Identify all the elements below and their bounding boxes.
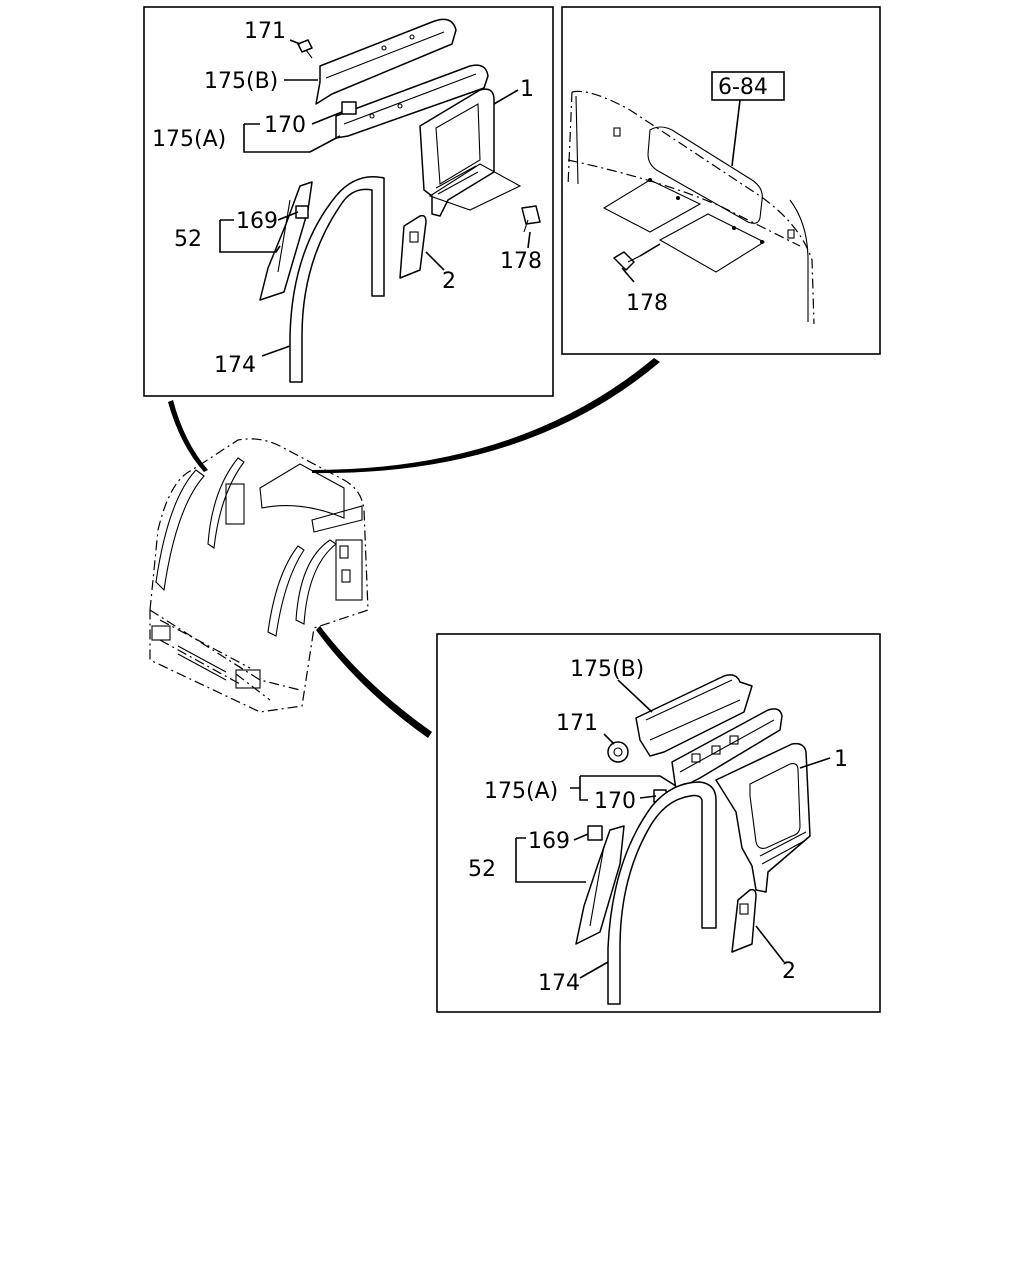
callout-1-bottom: 1: [834, 747, 848, 772]
callout-169-top-left: 169: [236, 209, 278, 234]
callout-175b-bottom: 175(B): [570, 657, 644, 682]
part-2-trim-bottom: [731, 888, 757, 953]
part-169-clip-bottom: [587, 825, 603, 841]
screw-178-icon-right: [613, 251, 641, 271]
ref-box: [711, 71, 785, 101]
part-170-clip: [341, 101, 357, 115]
panel-top-left: 171 175(B) 170 175(A) 1 169 52 178 2 174: [143, 6, 554, 397]
callout-175a-bottom: 175(A): [484, 779, 558, 804]
callout-175b-top-left: 175(B): [204, 69, 278, 94]
screw-178-icon: [521, 205, 541, 233]
callout-1-top-left: 1: [520, 77, 534, 102]
callout-2-top-left: 2: [442, 269, 456, 294]
nut-171-icon: [607, 741, 629, 763]
part-52-pillar-bottom: [575, 825, 625, 945]
part-1-trim: [419, 88, 495, 217]
callout-52-top-left: 52: [174, 227, 202, 252]
part-174-strip: [289, 176, 385, 383]
cab-overview: [149, 438, 369, 713]
panel-bottom-right-frame: [436, 633, 881, 1013]
callout-174-top-left: 174: [214, 353, 256, 378]
connector-top-left: [168, 400, 208, 472]
ref-label: 6-84: [718, 75, 768, 100]
callout-170-top-left: 170: [264, 113, 306, 138]
panel-top-right: 6-84 178: [561, 6, 881, 355]
callout-178-top-left: 178: [500, 249, 542, 274]
rear-window: [647, 126, 763, 224]
cab-outline: [149, 438, 369, 713]
callout-178-top-right: 178: [626, 291, 668, 316]
connector-top-right: [312, 358, 660, 474]
panel-bottom-right: 175(B) 171 175(A) 170 1 169 52 174 2: [436, 633, 881, 1013]
callout-174-bottom: 174: [538, 971, 580, 996]
callout-2-bottom: 2: [782, 959, 796, 984]
callout-171-top-left: 171: [244, 19, 286, 44]
part-175b-rail-bottom: [635, 674, 753, 757]
connector-bottom: [316, 626, 432, 738]
callout-175a-top-left: 175(A): [152, 127, 226, 152]
part-1-trim-bottom: [715, 742, 811, 893]
callout-52-bottom: 52: [468, 857, 496, 882]
callout-169-bottom: 169: [528, 829, 570, 854]
rear-panel-outline: [571, 90, 815, 325]
callout-171-bottom: 171: [556, 711, 598, 736]
part-175a-rail-bottom: [671, 708, 783, 791]
part-2-trim: [399, 214, 427, 279]
screw-171-icon: [297, 39, 313, 59]
connector-curves: [168, 358, 660, 738]
panel-top-right-frame: [561, 6, 881, 355]
part-174-strip-bottom: [607, 781, 717, 1005]
callout-170-bottom: 170: [594, 789, 636, 814]
